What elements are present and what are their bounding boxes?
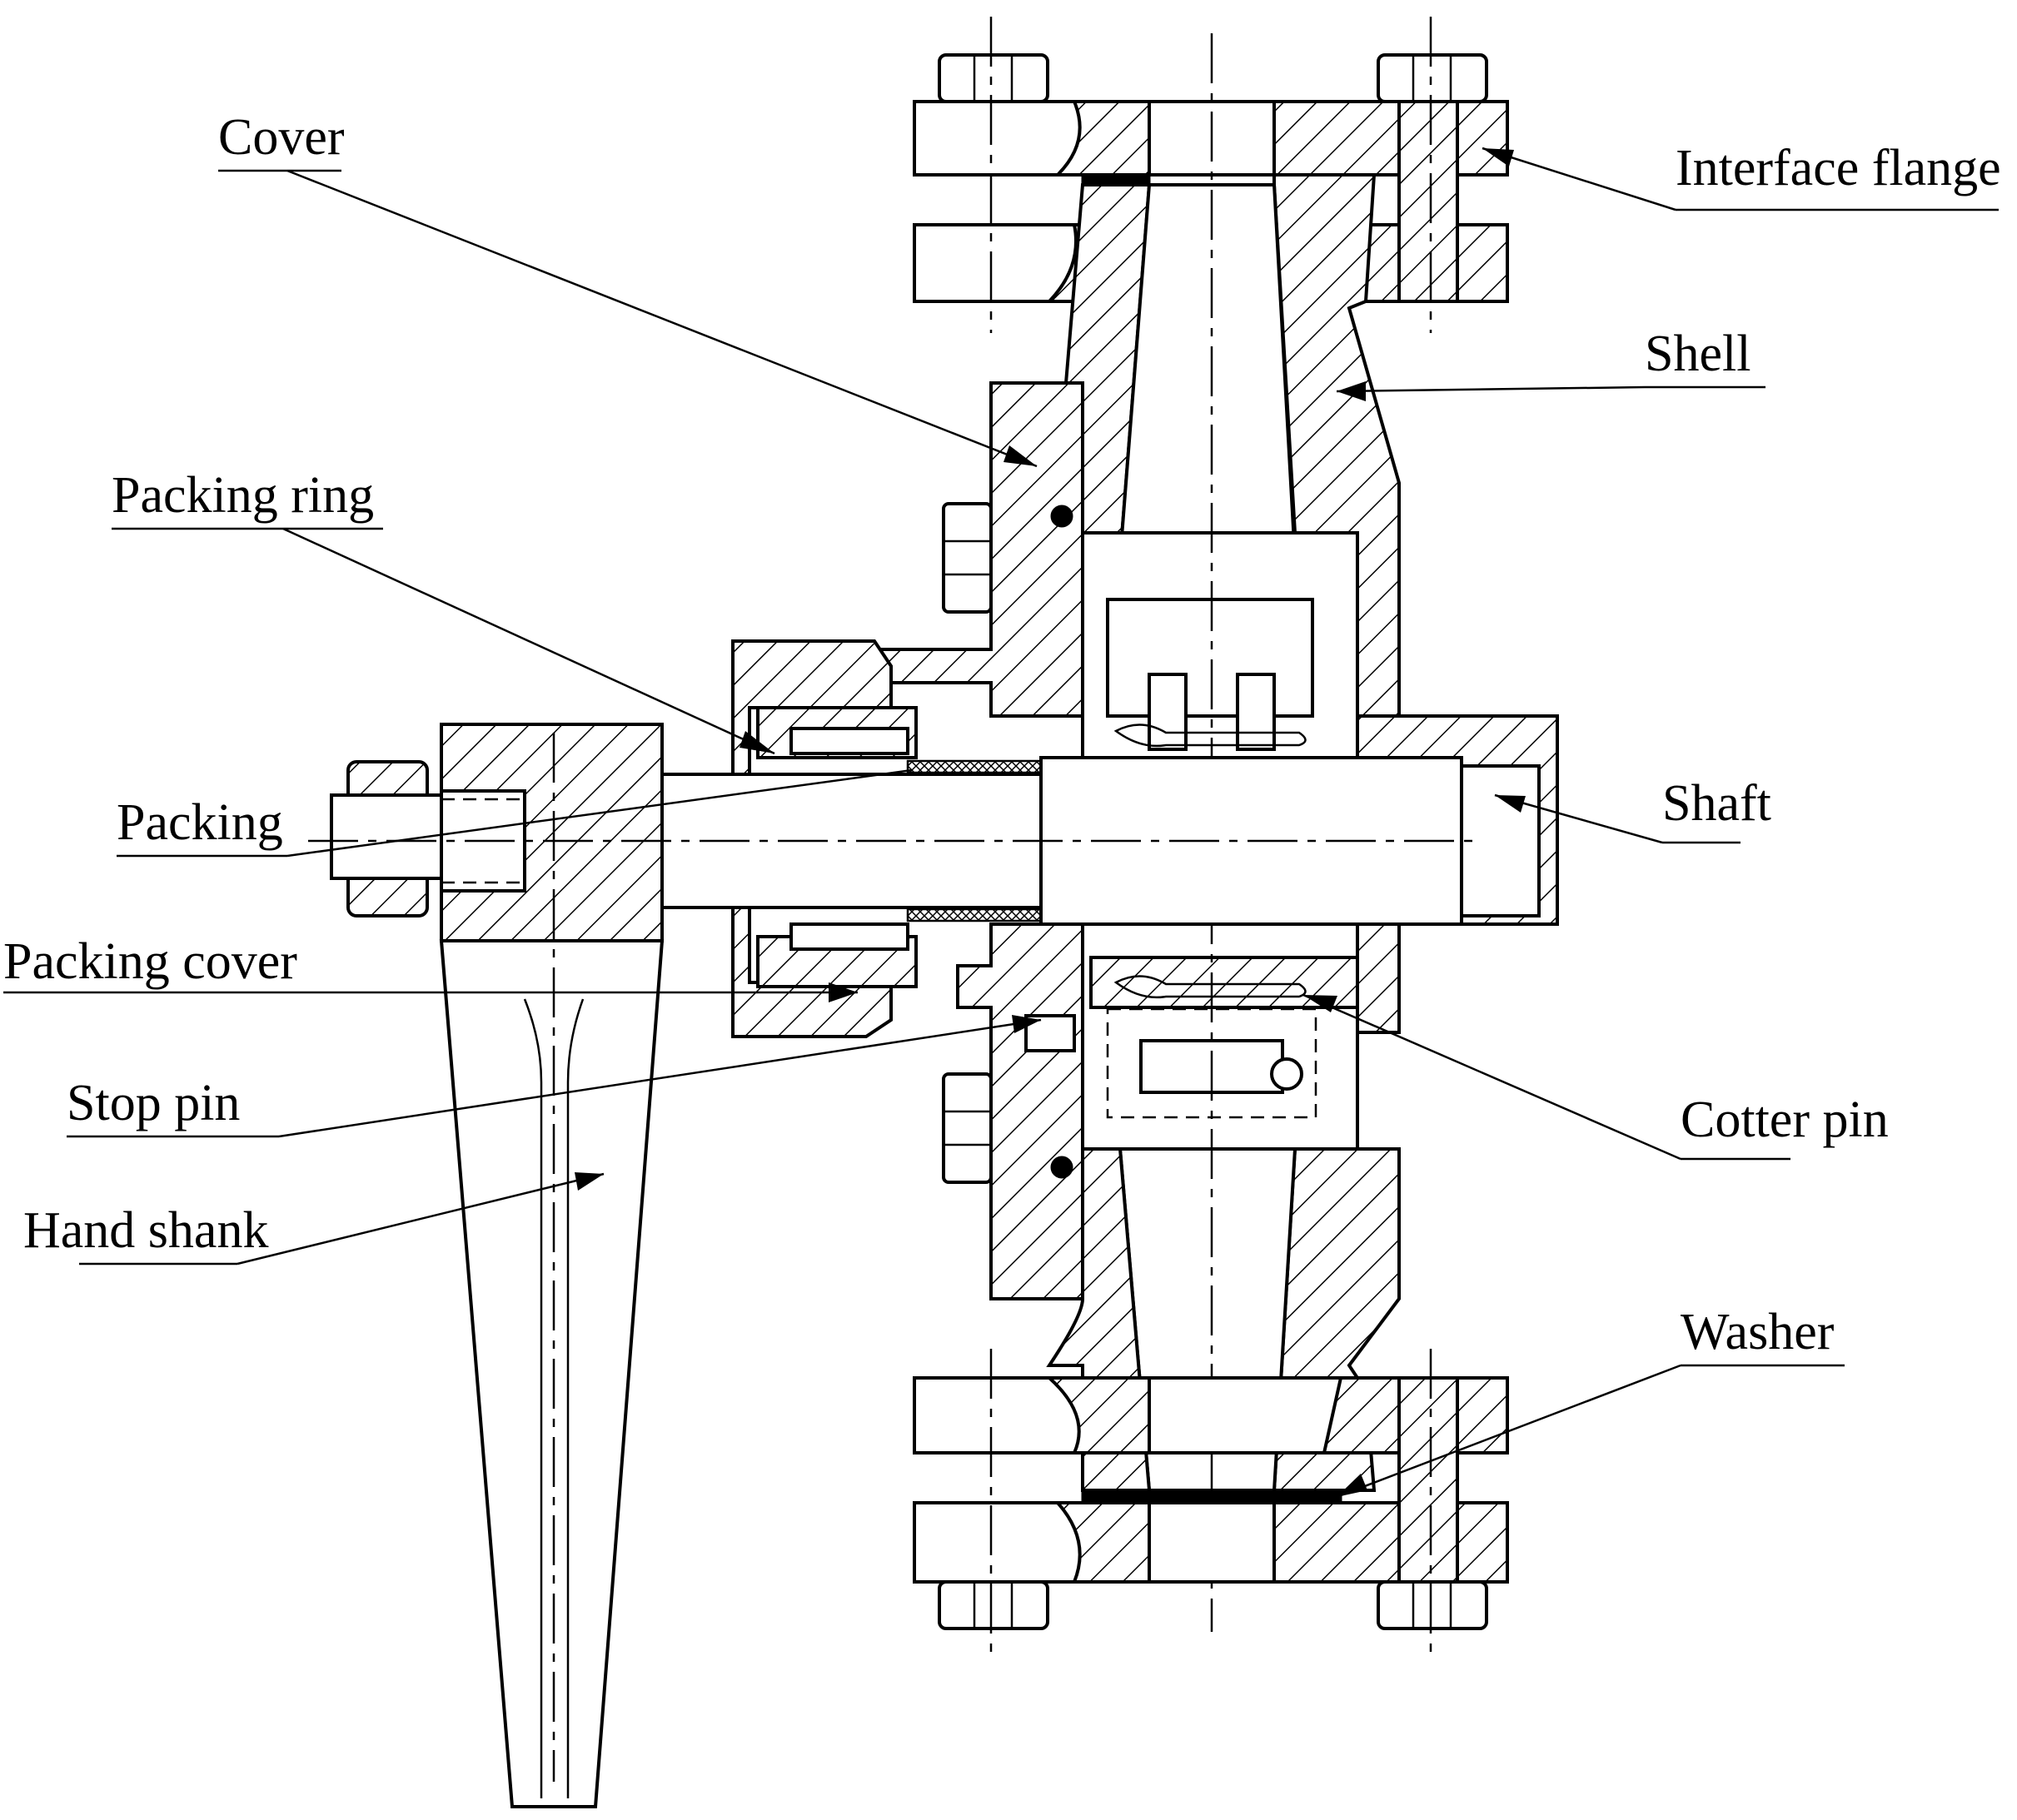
callout-packing-cover: Packing cover xyxy=(3,933,858,1002)
hand-shank-part xyxy=(439,939,665,1808)
top-right-nut xyxy=(1377,53,1488,103)
top-left-nut xyxy=(938,53,1049,103)
callout-interface-flange: Interface flange xyxy=(1482,140,2001,211)
packing-part xyxy=(906,759,1043,774)
shaft-end xyxy=(1457,764,1541,917)
label-shell: Shell xyxy=(1645,326,1751,382)
o-ring-bottom xyxy=(1050,1156,1073,1179)
label-packing-cover: Packing cover xyxy=(3,933,297,990)
label-packing: Packing xyxy=(117,794,283,851)
label-cover: Cover xyxy=(218,109,345,166)
callout-cotter-pin: Cotter pin xyxy=(1302,993,1889,1161)
label-shaft: Shaft xyxy=(1662,775,1771,832)
callout-stop-pin: Stop pin xyxy=(67,1015,1042,1138)
packing-cover-part xyxy=(731,639,893,1038)
label-stop-pin: Stop pin xyxy=(67,1075,240,1131)
callout-packing: Packing xyxy=(117,768,913,858)
cover-part xyxy=(873,381,1084,718)
label-hand-shank: Hand shank xyxy=(23,1202,268,1259)
cotter-pin-top xyxy=(1113,724,1307,748)
label-interface-flange: Interface flange xyxy=(1676,140,2001,196)
o-ring-top xyxy=(1050,505,1073,528)
label-washer: Washer xyxy=(1681,1304,1835,1360)
callout-packing-ring: Packing ring xyxy=(112,467,775,755)
callout-cover: Cover xyxy=(218,109,1038,468)
callout-washer: Washer xyxy=(1336,1304,1845,1499)
hand-shank-assembly xyxy=(439,733,665,1808)
packing-and-shaft xyxy=(308,639,1482,1052)
callout-hand-shank: Hand shank xyxy=(23,1172,605,1266)
label-packing-ring: Packing ring xyxy=(112,467,374,524)
label-cotter-pin: Cotter pin xyxy=(1681,1092,1889,1148)
callout-shell: Shell xyxy=(1336,326,1765,401)
washer-part xyxy=(1081,1490,1342,1504)
top-flange-bolt xyxy=(1397,100,1459,303)
valve-disk-top xyxy=(1106,598,1314,718)
bottom-flange-assembly xyxy=(913,1349,1509,1657)
callout-shaft: Shaft xyxy=(1494,775,1771,844)
